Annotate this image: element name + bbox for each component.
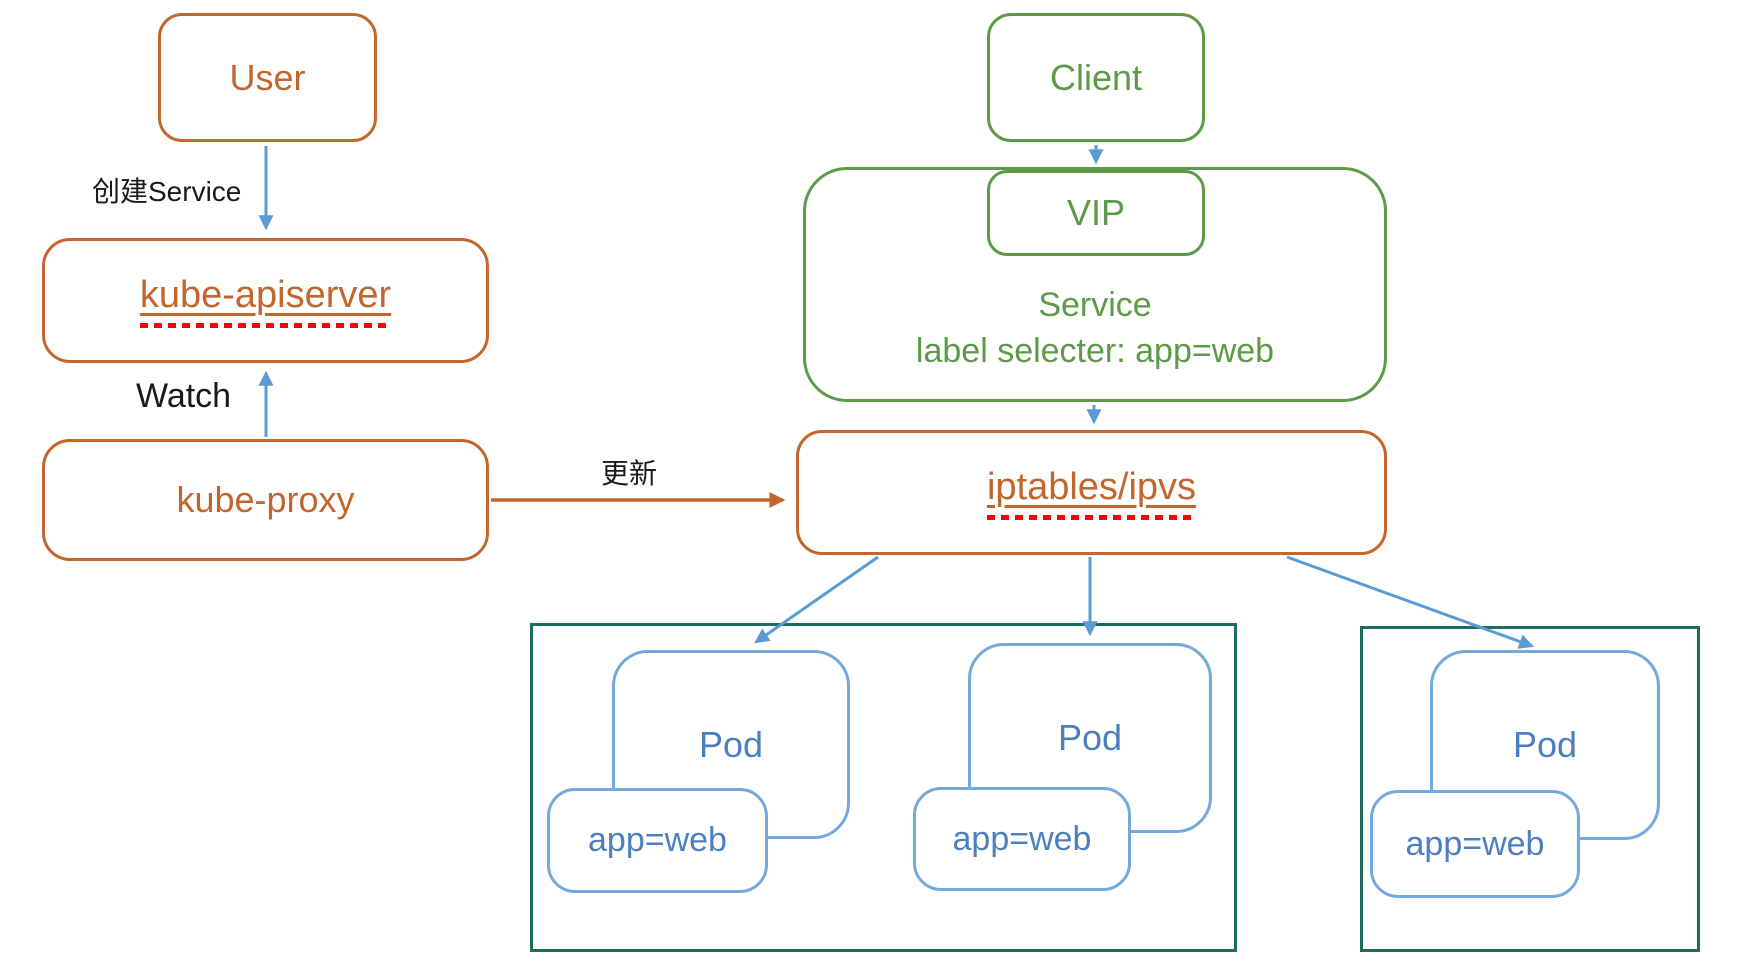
watch-label: Watch <box>136 377 232 415</box>
vip-label: VIP <box>1066 192 1126 233</box>
app-web-2-label: app=web <box>952 819 1092 858</box>
iptables-box: iptables/ipvs <box>796 430 1387 555</box>
app-web-3-label: app=web <box>1405 824 1545 863</box>
app-web-box-1: app=web <box>547 788 768 893</box>
update-label: 更新 <box>601 458 658 489</box>
user-box: User <box>158 13 377 142</box>
kube-apiserver-box: kube-apiserver <box>42 238 489 363</box>
node-box-1 <box>530 623 1237 952</box>
kube-apiserver-label: kube-apiserver <box>139 273 392 328</box>
client-label: Client <box>1049 56 1143 98</box>
kube-proxy-label: kube-proxy <box>176 479 355 520</box>
pod-2-label: Pod <box>1057 717 1123 758</box>
app-web-1-label: app=web <box>588 821 727 859</box>
create-service-label: 创建Service <box>92 176 242 207</box>
kube-proxy-box: kube-proxy <box>42 439 489 561</box>
service-text: Service label selecter: app=web <box>806 283 1384 375</box>
service-title: Service <box>1038 286 1152 325</box>
app-web-box-3: app=web <box>1370 790 1580 898</box>
pod-1-label: Pod <box>698 723 764 765</box>
pod-3-label: Pod <box>1512 724 1578 765</box>
vip-box: VIP <box>987 170 1205 256</box>
iptables-label: iptables/ipvs <box>986 465 1197 520</box>
user-label: User <box>229 56 306 98</box>
service-selector: label selecter: app=web <box>915 332 1275 371</box>
client-box: Client <box>987 13 1205 142</box>
app-web-box-2: app=web <box>913 787 1131 891</box>
